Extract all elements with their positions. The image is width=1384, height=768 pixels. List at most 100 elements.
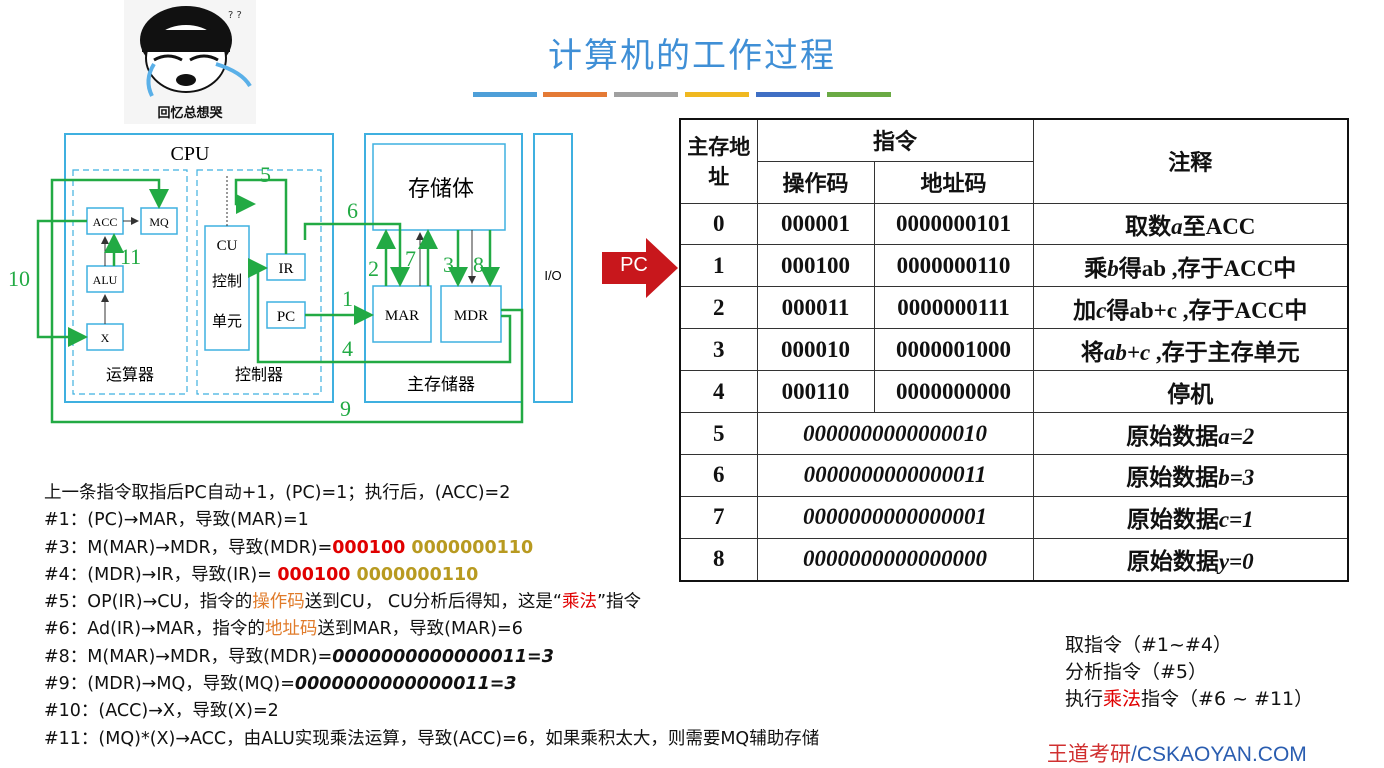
mq-register: MQ: [149, 215, 169, 229]
row-address: 1: [679, 244, 758, 288]
note-variable: c: [1096, 297, 1107, 323]
step-number: 8: [473, 252, 484, 277]
alu-unit: ALU: [93, 273, 118, 287]
row-note: 将ab+c ,存于主存单元: [1032, 328, 1349, 372]
note-variable: ab+c: [1103, 339, 1151, 365]
phase-summary: 取指令（#1~#4） 分析指令（#5） 执行乘法指令（#6 ~ #11）: [1065, 632, 1313, 713]
row-note: 取数a至ACC: [1032, 202, 1349, 246]
note-variable: c=1: [1218, 507, 1254, 533]
row-address: 8: [679, 537, 758, 582]
step-text: ”指令: [596, 592, 642, 613]
step-opcode: 000100: [332, 537, 406, 558]
step-text: #4：(MDR)→IR，导致(IR)=: [44, 564, 278, 585]
step-text: 送到MAR，导致(MAR)=6: [317, 619, 523, 640]
step-address-code: 0000000110: [405, 537, 534, 558]
step-3: #3：M(MAR)→MDR，导致(MDR)=000100 0000000110: [44, 535, 1024, 562]
row-note: 乘b得ab ,存于ACC中: [1032, 244, 1349, 288]
instruction-memory-table: 主存地址 指令 注释 操作码 地址码 0 000001 0000000101 取…: [679, 118, 1349, 582]
step-number: 4: [342, 336, 353, 361]
title-stripe: [756, 92, 820, 97]
row-address-code: 0000000110: [873, 244, 1034, 288]
x-register: X: [101, 331, 110, 345]
step-value: 0000000000000011=3: [294, 674, 517, 695]
step-number: 2: [368, 256, 379, 281]
svg-text:? ?: ? ?: [228, 10, 242, 21]
note-text: 至ACC: [1182, 213, 1256, 239]
step-highlight: 地址码: [264, 619, 318, 640]
meme-caption: 回忆总想哭: [157, 106, 223, 121]
title-stripe: [685, 92, 749, 97]
table-row: 0 000001 0000000101 取数a至ACC: [679, 202, 1349, 246]
step-opcode: 000100: [277, 564, 351, 585]
brand-watermark: 王道考研/CSKAOYAN.COM: [1047, 738, 1307, 768]
summary-fetch: 取指令（#1~#4）: [1065, 634, 1232, 656]
row-opcode: 000011: [756, 286, 875, 330]
cu-label-3: 单元: [212, 312, 242, 330]
step-number: 7: [405, 246, 416, 271]
step-text: #3：M(MAR)→MDR，导致(MDR)=: [44, 537, 333, 558]
row-note: 原始数据c=1: [1032, 495, 1349, 539]
crying-meme-image: ? ?: [124, 0, 256, 124]
step-number: 3: [443, 252, 454, 277]
title-stripe: [827, 92, 891, 97]
row-address-code: 0000001000: [873, 328, 1034, 372]
note-text: ,存于主存单元: [1150, 339, 1300, 365]
cpu-box: [64, 133, 334, 403]
step-highlight: 操作码: [252, 592, 305, 613]
step-8: #8：M(MAR)→MDR，导致(MDR)=0000000000000011=3: [44, 644, 1024, 671]
note-variable: y=0: [1218, 549, 1254, 575]
step-text: 送到CU， CU分析后得知，这是“: [304, 592, 562, 613]
cpu-label: CPU: [171, 143, 210, 165]
note-text: 将: [1080, 339, 1104, 365]
step-5: #5：OP(IR)→CU，指令的操作码送到CU， CU分析后得知，这是“乘法”指…: [44, 589, 1024, 616]
summary-highlight: 乘法: [1103, 688, 1142, 710]
step-9: #9：(MDR)→MQ，导致(MQ)=0000000000000011=3: [44, 671, 1024, 698]
step-text: #9：(MDR)→MQ，导致(MQ)=: [44, 674, 295, 695]
note-text: 乘: [1084, 255, 1108, 281]
row-data-value: 0000000000000010: [756, 412, 1034, 456]
table-row: 4 000110 0000000000 停机: [679, 370, 1349, 414]
table-row: 5 0000000000000010 原始数据a=2: [679, 412, 1349, 456]
step-10: #10：(ACC)→X，导致(X)=2: [44, 701, 279, 722]
header-instruction: 指令: [756, 118, 1034, 162]
row-address-code: 0000000101: [873, 202, 1034, 246]
step-number: 11: [120, 244, 141, 269]
row-address: 7: [679, 495, 758, 539]
note-variable: b=3: [1218, 465, 1255, 491]
note-text: 取数: [1125, 213, 1172, 239]
row-note: 加c得ab+c ,存于ACC中: [1032, 286, 1349, 330]
arith-unit-label: 运算器: [106, 365, 154, 384]
step-value: 0000000000000011=3: [332, 646, 554, 667]
step-intro: 上一条指令取指后PC自动+1，(PC)=1；执行后，(ACC)=2: [44, 483, 511, 503]
brand-en: /CSKAOYAN.COM: [1131, 743, 1307, 766]
mar-register: MAR: [385, 308, 419, 324]
row-data-value: 0000000000000001: [756, 495, 1034, 539]
row-address: 2: [679, 286, 758, 330]
step-text: #6：Ad(IR)→MAR，指令的: [44, 619, 265, 640]
row-opcode: 000100: [756, 244, 875, 288]
row-opcode: 000010: [756, 328, 875, 372]
note-text: 原始数据: [1126, 465, 1219, 491]
header-address: 主存地址: [679, 118, 758, 204]
step-text: #5：OP(IR)→CU，指令的: [44, 592, 253, 613]
control-unit-label: 控制器: [235, 365, 283, 384]
table-row: 6 0000000000000011 原始数据b=3: [679, 454, 1349, 497]
note-text: 停机: [1167, 381, 1214, 407]
row-note: 原始数据b=3: [1032, 454, 1349, 497]
header-opcode: 操作码: [756, 160, 875, 204]
ir-register: IR: [279, 261, 294, 277]
row-data-value: 0000000000000011: [756, 454, 1034, 497]
row-address-code: 0000000000: [873, 370, 1034, 414]
step-explanations: 上一条指令取指后PC自动+1，(PC)=1；执行后，(ACC)=2 #1：(PC…: [44, 480, 1024, 753]
step-number: 1: [342, 286, 353, 311]
row-note: 原始数据a=2: [1032, 412, 1349, 456]
row-note: 停机: [1032, 370, 1349, 414]
step-text: #8：M(MAR)→MDR，导致(MDR)=: [44, 646, 333, 667]
step-number: 10: [8, 266, 30, 291]
row-note: 原始数据y=0: [1032, 537, 1349, 582]
step-number: 6: [347, 198, 358, 223]
header-note: 注释: [1032, 118, 1349, 204]
row-address: 6: [679, 454, 758, 497]
computer-structure-diagram: CPU 存储体 I/O ACC MQ ALU X CU 控制 单元 IR PC …: [8, 133, 573, 424]
row-data-value: 0000000000000000: [756, 537, 1034, 582]
